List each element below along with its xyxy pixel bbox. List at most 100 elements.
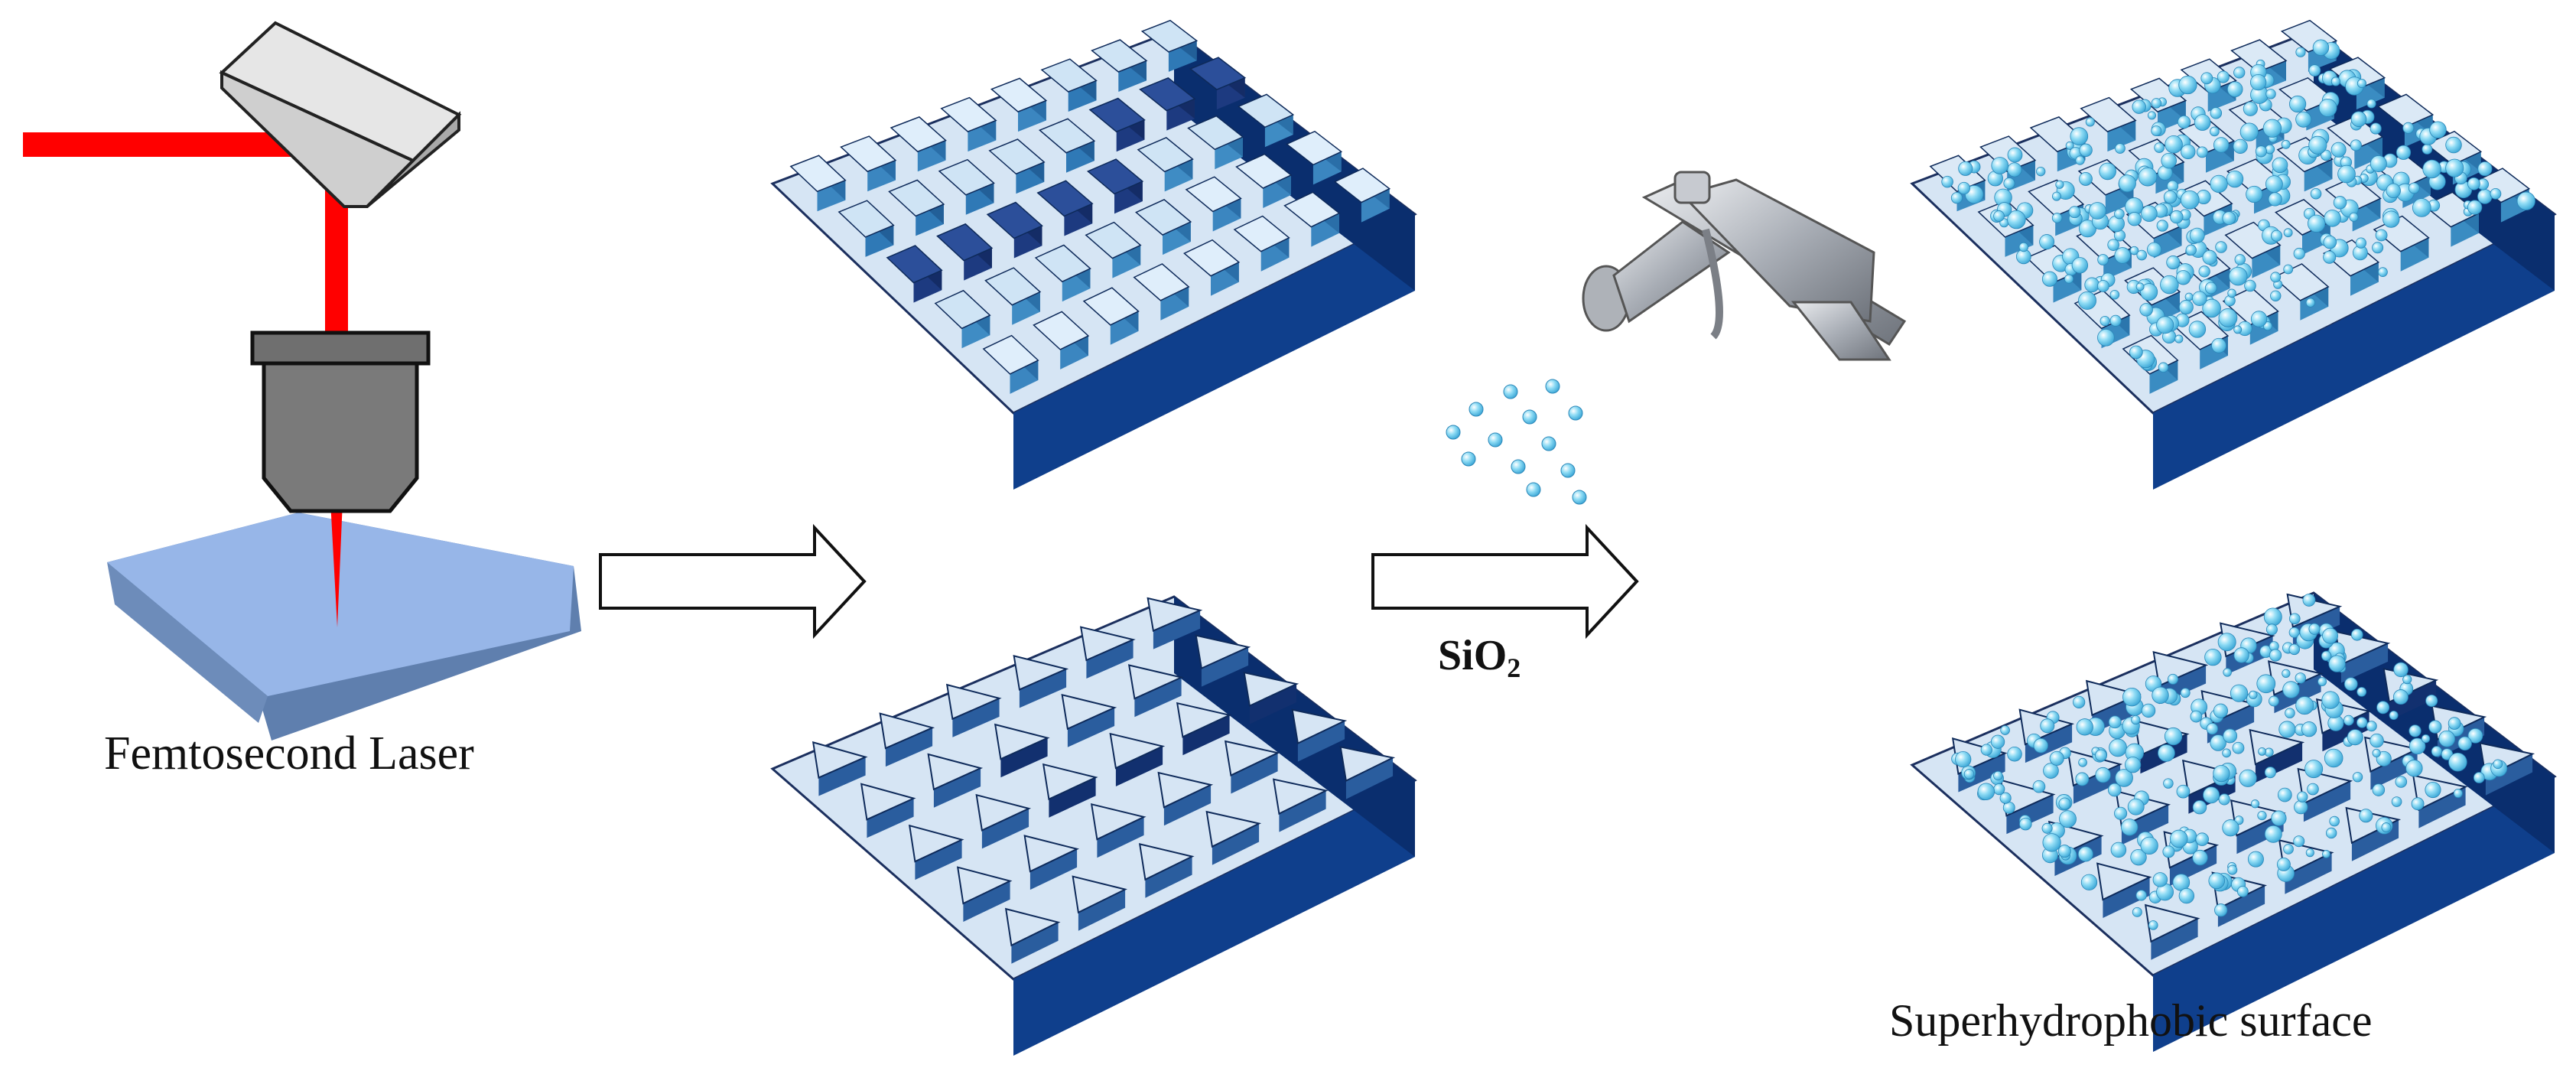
sio2-particle <box>2293 835 2305 848</box>
sio2-particle <box>2402 122 2415 134</box>
sio2-particle <box>2181 144 2196 160</box>
sio2-particle <box>2448 752 2467 772</box>
pillar-top <box>1233 215 1290 252</box>
square-pillar <box>934 289 991 349</box>
pillar-top <box>1139 76 1196 112</box>
pillar-front <box>1249 684 1297 724</box>
square-pillar <box>1139 76 1196 131</box>
pillar-top <box>1291 708 1348 745</box>
sio2-particle <box>2393 662 2408 678</box>
sio2-particle <box>2391 796 2402 807</box>
square-pillar <box>1235 153 1293 208</box>
sio2-particle <box>2140 283 2158 301</box>
sio2-particle <box>2431 746 2442 757</box>
objective-lens-icon <box>250 330 431 513</box>
square-pillar <box>888 179 945 236</box>
pillar-top <box>2152 651 2209 687</box>
square-pillar <box>1082 287 1140 345</box>
sio2-particle <box>2302 594 2316 607</box>
sio2-particle <box>2288 627 2300 638</box>
sio2-particle <box>2170 829 2188 848</box>
sio2-particle <box>2258 747 2266 756</box>
sio2-particle <box>2359 809 2373 823</box>
sio2-particle <box>2065 141 2074 150</box>
square-pillar <box>2080 96 2137 152</box>
sio2-particle <box>2308 623 2321 635</box>
pillar-top <box>1086 158 1144 195</box>
pillar-front <box>1000 737 1048 778</box>
pillar-top <box>890 116 947 153</box>
sio2-particle <box>2141 205 2158 222</box>
sio2-particle <box>2288 613 2301 625</box>
triangle-pillar <box>1243 671 1299 724</box>
sio2-particle <box>2395 145 2412 160</box>
sio2-particle <box>2176 784 2191 799</box>
pillar-top <box>1127 664 1184 700</box>
pillar-front <box>2389 680 2437 721</box>
sio2-particle <box>2042 833 2061 852</box>
pillar-top <box>1079 626 1136 662</box>
triangle-pillar <box>1205 810 1262 865</box>
sio2-particle <box>1446 425 1461 440</box>
sio2-particle <box>2310 187 2322 200</box>
sio2-particle <box>2277 787 2292 802</box>
sio2-particle <box>2210 174 2228 194</box>
square-pillar <box>2129 77 2187 132</box>
sio2-particle <box>2445 158 2464 177</box>
sio2-particle <box>1572 490 1587 505</box>
sio2-particle <box>2376 701 2390 715</box>
pillar-top <box>982 334 1039 375</box>
pillar-top <box>1183 239 1241 277</box>
sio2-particle <box>2084 277 2100 293</box>
pillar-top <box>988 138 1046 175</box>
sio2-particle <box>2185 244 2197 256</box>
sio2-particle <box>2109 289 2120 300</box>
pillar-front <box>818 757 866 796</box>
sio2-particle <box>2372 242 2384 254</box>
pillar-front <box>2103 877 2150 918</box>
sio2-particle <box>2211 337 2226 353</box>
sio2-particle <box>2312 39 2330 57</box>
sio2-particle <box>2088 202 2106 220</box>
sio2-particle <box>2176 270 2191 285</box>
sio2-particle <box>2473 772 2485 783</box>
pillar-front <box>2303 781 2351 822</box>
pillar-front <box>1049 777 1096 818</box>
sio2-particle <box>2170 210 2184 224</box>
sio2-particle <box>2154 142 2165 153</box>
sio2-particle <box>2218 793 2230 806</box>
pillar-top <box>2327 115 2384 151</box>
pillar-top <box>1138 843 1195 881</box>
pillar-top <box>1133 263 1190 301</box>
square-pillar <box>982 334 1039 394</box>
sio2-particle <box>2453 788 2463 799</box>
triangle-pillar <box>927 753 984 808</box>
sio2-particle <box>2198 265 2210 278</box>
sio2-particle <box>2108 715 2122 729</box>
pillar-top <box>1072 875 1127 914</box>
sio2-particle <box>2148 920 2158 930</box>
pillar-front <box>1231 753 1278 794</box>
sio2-particle <box>2269 649 2282 662</box>
triangle-pillar <box>2096 862 2152 918</box>
sio2-particle <box>2467 728 2483 744</box>
pillar-front <box>2485 754 2533 796</box>
sio2-particle <box>2132 907 2142 917</box>
sio2-particle <box>2236 885 2249 897</box>
sio2-particle <box>2329 815 2340 827</box>
pillar-top <box>936 223 994 262</box>
sio2-particle <box>2269 695 2279 707</box>
pillar-top <box>1140 19 1199 53</box>
sio2-particle <box>2007 147 2023 163</box>
block-front <box>1013 214 1415 490</box>
sio2-particle <box>2151 125 2162 137</box>
sio2-particle <box>2109 738 2127 757</box>
sio2-particle <box>2408 182 2420 194</box>
sio2-particle <box>2222 819 2239 837</box>
surface-label: Superhydrophobic surface <box>1889 995 2373 1046</box>
sio2-particle <box>2202 249 2217 265</box>
pillar-top <box>1109 732 1166 770</box>
sio2-particle <box>2257 810 2267 821</box>
sio2-particle <box>2203 786 2220 804</box>
pillar-top <box>838 200 895 238</box>
